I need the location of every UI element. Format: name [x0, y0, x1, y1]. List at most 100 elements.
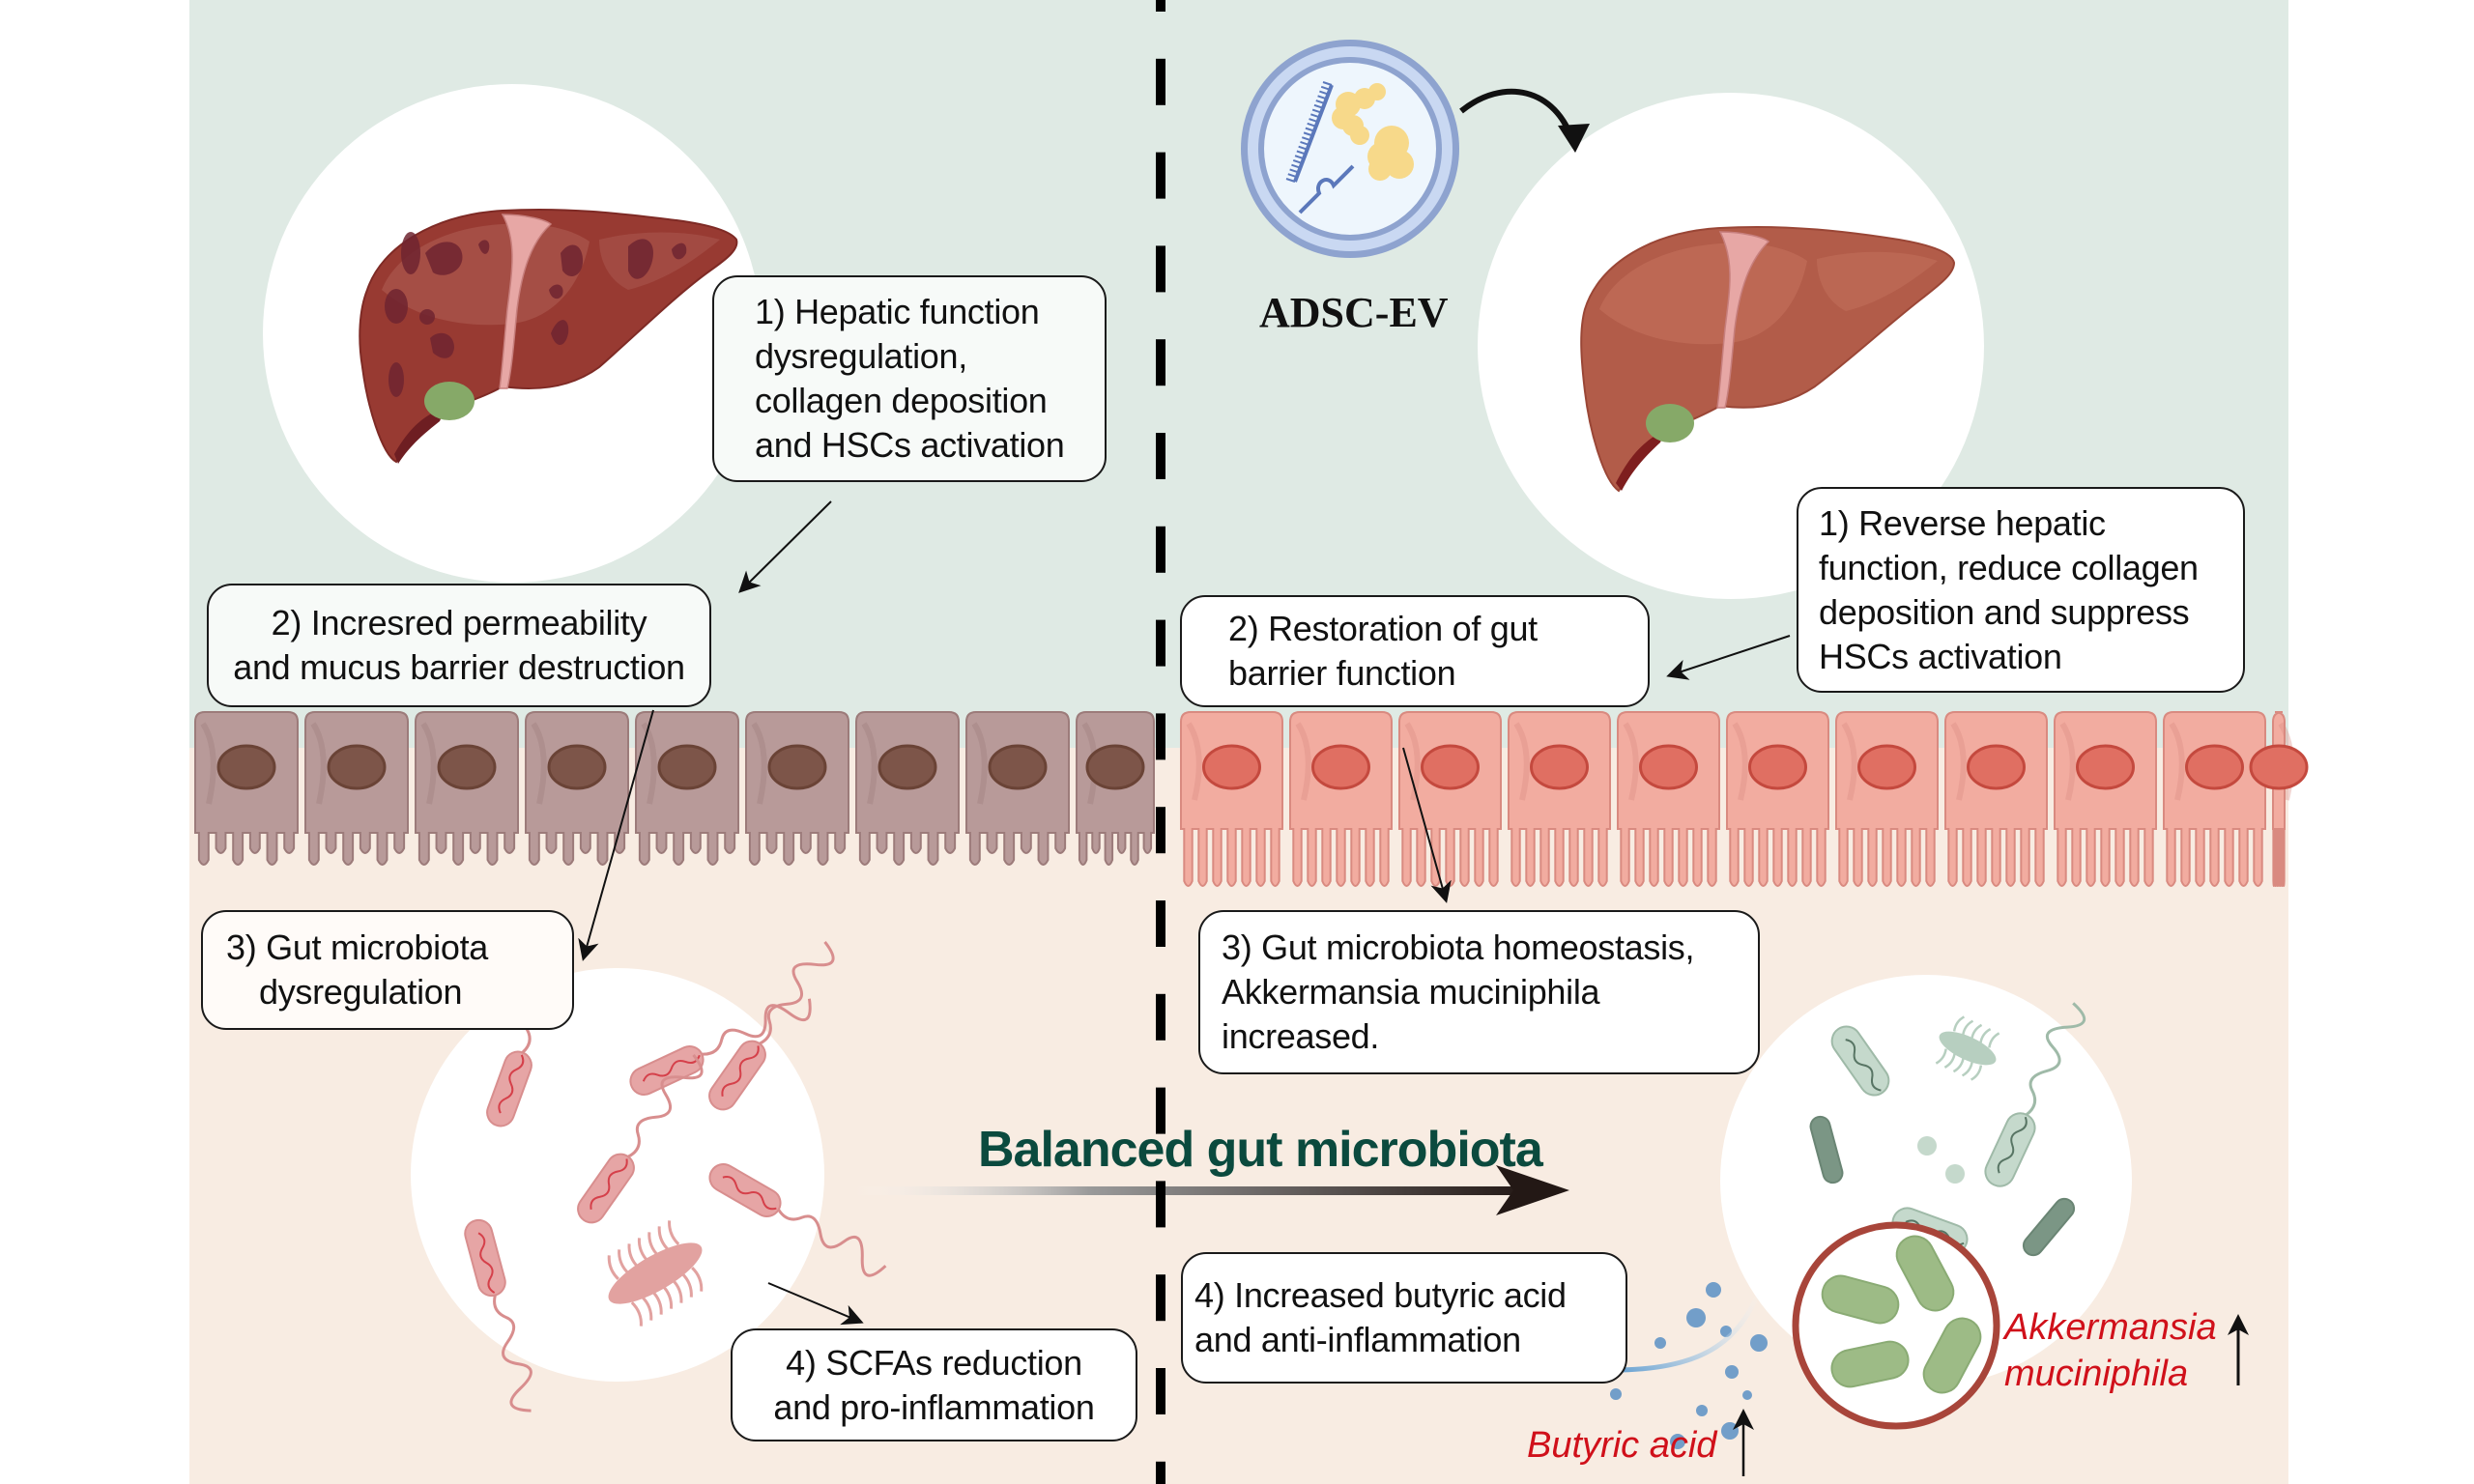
nucleus [1857, 744, 1916, 790]
nucleus [877, 744, 937, 790]
healthy-epithelium [1180, 711, 2309, 887]
divider-dash [1156, 1274, 1165, 1322]
akkermansia-highlight [1792, 1221, 2000, 1430]
butyrate-dot [1750, 1334, 1768, 1352]
divider-dash [1156, 245, 1165, 293]
divider-dash [1156, 526, 1165, 573]
dna-bases-icon [1285, 81, 1333, 183]
step-box-L4: 4) SCFAs reduction and pro-inflammation [731, 1328, 1137, 1441]
divider-dash [1156, 1368, 1165, 1414]
nucleus [437, 744, 497, 790]
akkermansia-label: Akkermansia muciniphila [2004, 1304, 2217, 1397]
dysbiotic-rod-bacterium [708, 941, 835, 1111]
divider-dash [1156, 993, 1165, 1041]
treatment-label: ADSC-EV [1259, 289, 1449, 336]
extracellular-vesicle-icon [1241, 40, 1459, 258]
epithelial-cell [525, 711, 629, 866]
epithelial-cell [1289, 711, 1393, 887]
epithelial-cell [415, 711, 519, 866]
epithelial-cell [1508, 711, 1611, 887]
butyrate-dot [1725, 1365, 1739, 1379]
divider-dash [1156, 1181, 1165, 1228]
healthy-liver-icon [1580, 225, 1956, 493]
epithelial-cell [965, 711, 1070, 866]
step-text: 1) Hepatic function [755, 292, 1040, 331]
step-text: 3) Gut microbiota [226, 928, 488, 967]
transition-arrow-shaft [852, 1186, 1529, 1195]
divider-dash [1156, 619, 1165, 667]
nucleus [2249, 744, 2309, 790]
step-box-R2: 2) Restoration of gut barrier function [1180, 595, 1650, 707]
step-connectors [578, 500, 2249, 1476]
step-box-R1: 1) Reverse hepatic function, reduce coll… [1797, 487, 2245, 693]
butyric-acid-label: Butyric acid [1527, 1425, 1717, 1466]
fibrotic-liver-icon [359, 208, 738, 464]
epithelial-cell [1726, 711, 1829, 887]
flagellated-bacterium [1935, 1015, 2000, 1081]
epithelial-cell [194, 711, 299, 866]
arrow-R2-to-R3 [1402, 747, 1452, 903]
step-box-L3: 3) Gut microbiota dysregulation [201, 910, 574, 1030]
divider-dash [1156, 58, 1165, 105]
nucleus [1202, 744, 1261, 790]
gallbladder-icon [1646, 404, 1694, 442]
arrow-L3-to-L4 [767, 1282, 864, 1326]
step-text: Akkermansia muciniphila [1222, 972, 1600, 1012]
nucleus [1530, 744, 1589, 790]
step-text: and pro-inflammation [773, 1386, 1095, 1427]
dysbiotic-rod-bacterium [577, 1054, 704, 1224]
nucleus [1639, 744, 1698, 790]
step-text: dysregulation [259, 972, 463, 1012]
nucleus [1967, 744, 2026, 790]
balanced-microbiota-label: Balanced gut microbiota [978, 1122, 1543, 1178]
step-text: deposition and suppress [1819, 591, 2190, 632]
step-text: 4) Increased butyric acid [1194, 1275, 1567, 1315]
butyrate-dot [1686, 1308, 1706, 1327]
nucleus [547, 744, 607, 790]
divider-dash [1156, 339, 1165, 386]
divider-dash [1156, 1461, 1165, 1484]
arrow-L2-to-L3 [578, 709, 654, 961]
divider-dash [1156, 713, 1165, 760]
butyrate-dot [1610, 1388, 1622, 1400]
butyrate-dot [1654, 1337, 1666, 1349]
step-text: 1) Reverse hepatic [1819, 502, 2106, 543]
mirna-hairpin-icon [1298, 164, 1355, 214]
epithelial-cell [1180, 711, 1283, 887]
epithelial-cell [855, 711, 960, 866]
nucleus [767, 744, 827, 790]
butyrate-dot [1742, 1390, 1752, 1400]
step-text: and anti-inflammation [1194, 1320, 1521, 1359]
gallbladder-icon [424, 382, 475, 420]
coccus [1917, 1136, 1937, 1156]
divider-dash [1156, 433, 1165, 479]
step-box-R3: 3) Gut microbiota homeostasis, Akkermans… [1198, 910, 1760, 1074]
delivery-arrowhead-icon [1558, 124, 1590, 153]
step-box-L1: 1) Hepatic function dysregulation, colla… [712, 275, 1107, 482]
dark-rod-bacterium [1809, 1115, 1844, 1184]
panel-divider [1156, 0, 1165, 1484]
transition-arrowhead-icon [1496, 1165, 1569, 1215]
nucleus [1748, 744, 1807, 790]
coccus [1945, 1164, 1965, 1184]
akkermansia-label-line: Akkermansia [2004, 1307, 2217, 1348]
dysbiotic-bacteria [464, 936, 887, 1413]
step-text: barrier function [1228, 653, 1456, 693]
nucleus [657, 744, 717, 790]
step-box-R4: 4) Increased butyric acid and anti-infla… [1181, 1252, 1627, 1384]
akkermansia-label-line: muciniphila [2004, 1354, 2189, 1394]
step-text: HSCs activation [1819, 636, 2062, 676]
epithelial-cell [635, 711, 739, 866]
epithelial-cell [304, 711, 409, 866]
step-text: 2) Restoration of gut [1228, 609, 1538, 648]
step-text: 2) Incresred permeability [271, 603, 647, 642]
nucleus [327, 744, 387, 790]
epithelial-cell [2163, 711, 2266, 887]
nucleus [216, 744, 276, 790]
butyrate-dot [1721, 1422, 1739, 1440]
akkermansia-bacterium [1895, 1235, 1955, 1312]
divider-dash [1156, 1087, 1165, 1134]
nucleus [2185, 744, 2244, 790]
akkermansia-bacterium [1821, 1274, 1900, 1325]
